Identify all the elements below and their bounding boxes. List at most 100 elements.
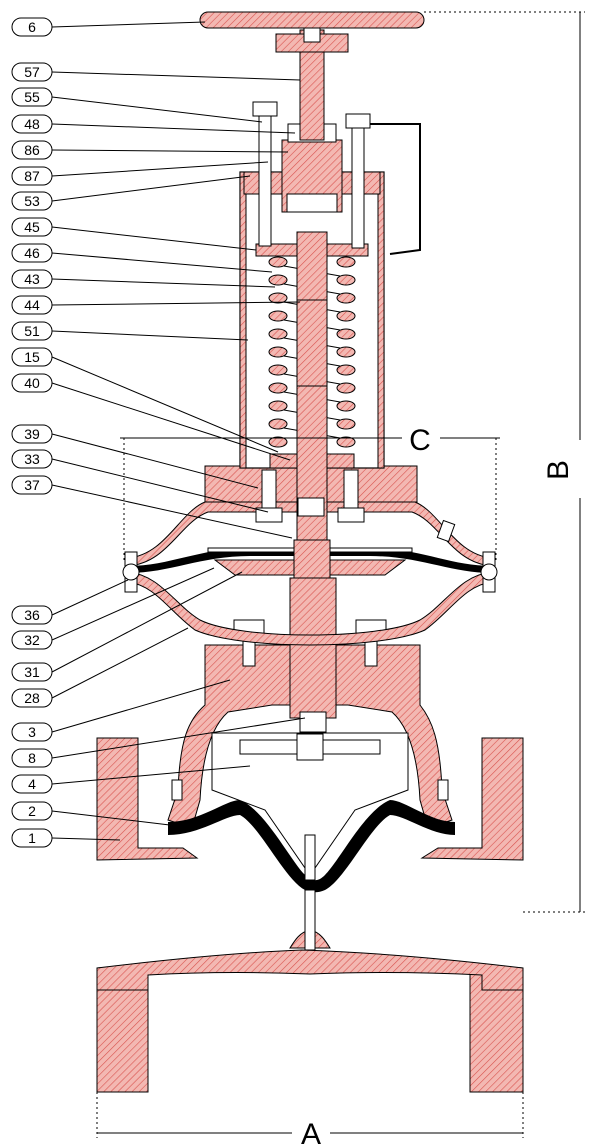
valve-body bbox=[96, 644, 524, 1093]
callout-leader bbox=[51, 433, 259, 489]
callout-label: 31 bbox=[24, 664, 40, 680]
callout-leader bbox=[51, 330, 249, 341]
right-bolt-head bbox=[345, 113, 371, 129]
body-bottom-wall bbox=[96, 949, 524, 991]
callout-label: 8 bbox=[28, 750, 36, 766]
callout-bubble bbox=[11, 662, 53, 682]
callout-label: 86 bbox=[24, 142, 40, 158]
callout-label: 53 bbox=[24, 193, 40, 209]
callout-label: 6 bbox=[28, 19, 36, 35]
callout-label: 4 bbox=[28, 776, 36, 792]
callout-leader bbox=[51, 356, 279, 453]
callout-leader bbox=[51, 149, 289, 153]
callout-leader bbox=[51, 484, 293, 539]
callout-label: 40 bbox=[24, 375, 40, 391]
actuator-stem bbox=[289, 577, 337, 719]
callout-leader bbox=[51, 679, 231, 733]
callout-label: 15 bbox=[24, 349, 40, 365]
callout-bubble bbox=[11, 449, 53, 469]
callout-leader bbox=[51, 717, 306, 759]
callout-bubble bbox=[11, 347, 53, 367]
stud bbox=[304, 834, 316, 881]
callout-bubble bbox=[11, 424, 53, 444]
callout-leader bbox=[51, 226, 257, 251]
callout-bubble bbox=[11, 62, 53, 82]
callout-label: 32 bbox=[24, 632, 40, 648]
left-flange bbox=[96, 737, 199, 861]
callout-label: 36 bbox=[24, 607, 40, 623]
callout-label: 55 bbox=[24, 89, 40, 105]
cylinder-wall-left bbox=[239, 171, 247, 469]
callout-bubble bbox=[11, 605, 53, 625]
housing-bolts bbox=[122, 469, 498, 593]
callout-leader bbox=[51, 810, 179, 827]
callout-label: 48 bbox=[24, 116, 40, 132]
dimension-c-label: C bbox=[409, 424, 431, 457]
callout-leader bbox=[51, 161, 269, 177]
callout-leader bbox=[51, 579, 129, 616]
callout-bubble bbox=[11, 87, 53, 107]
cylinder-wall-right bbox=[377, 171, 385, 469]
callout-bubble bbox=[11, 191, 53, 211]
callout-leader bbox=[51, 123, 296, 134]
callout-label: 51 bbox=[24, 323, 40, 339]
spring bbox=[268, 256, 356, 448]
callout-leader bbox=[51, 765, 251, 785]
right-flange bbox=[420, 737, 524, 861]
callout-leader bbox=[51, 96, 263, 123]
callout-leader bbox=[51, 837, 121, 841]
callout-label: 46 bbox=[24, 245, 40, 261]
bonnet bbox=[167, 644, 453, 829]
dimension-b bbox=[424, 11, 585, 913]
callout-leader bbox=[51, 175, 251, 202]
callout-bubble bbox=[11, 748, 53, 768]
callout-bubble bbox=[11, 295, 53, 315]
callout-leader bbox=[51, 21, 206, 28]
compressor-nut bbox=[296, 733, 324, 761]
actuator-diaphragm bbox=[128, 548, 492, 573]
callout-leader bbox=[51, 382, 291, 461]
callout-bubble bbox=[11, 114, 53, 134]
spindle-seal bbox=[293, 539, 331, 579]
callout-leader bbox=[51, 627, 189, 699]
callout-bubble bbox=[11, 140, 53, 160]
callout-leader bbox=[51, 252, 273, 273]
position-indicator bbox=[370, 123, 421, 255]
gland-nut bbox=[286, 193, 338, 213]
callout-bubble bbox=[11, 243, 53, 263]
callout-label: 37 bbox=[24, 477, 40, 493]
callout-label: 33 bbox=[24, 451, 40, 467]
callout-leader bbox=[51, 301, 301, 306]
callout-bubble bbox=[11, 828, 53, 848]
left-bolt-head bbox=[252, 101, 278, 117]
callout-bubble bbox=[11, 217, 53, 237]
callout-leader bbox=[51, 278, 276, 288]
dimension-b-label: B bbox=[542, 460, 575, 480]
callout-label: 44 bbox=[24, 297, 40, 313]
callout-leader bbox=[51, 571, 243, 673]
dimension-c bbox=[120, 437, 500, 560]
callout-bubble bbox=[11, 373, 53, 393]
callout-bubble bbox=[11, 722, 53, 742]
callout-bubble bbox=[11, 166, 53, 186]
callout-leader bbox=[51, 567, 215, 641]
dimension-a bbox=[96, 1092, 524, 1138]
callout-bubble bbox=[11, 269, 53, 289]
callout-label: 28 bbox=[24, 690, 40, 706]
dimension-a-label: A bbox=[301, 1118, 321, 1145]
callout-label: 43 bbox=[24, 271, 40, 287]
callouts: 6575548868753454643445115403933373632312… bbox=[11, 17, 306, 848]
callout-label: 3 bbox=[28, 724, 36, 740]
callout-bubble bbox=[11, 321, 53, 341]
callout-bubble bbox=[11, 688, 53, 708]
callout-bubble bbox=[11, 630, 53, 650]
callout-bubble bbox=[11, 475, 53, 495]
callout-label: 1 bbox=[28, 830, 36, 846]
callout-label: 57 bbox=[24, 64, 40, 80]
stem-coupling bbox=[299, 711, 327, 733]
callout-bubble bbox=[11, 801, 53, 821]
left-bolt bbox=[258, 105, 272, 247]
right-bolt bbox=[351, 117, 365, 249]
vent-plug bbox=[436, 519, 456, 543]
